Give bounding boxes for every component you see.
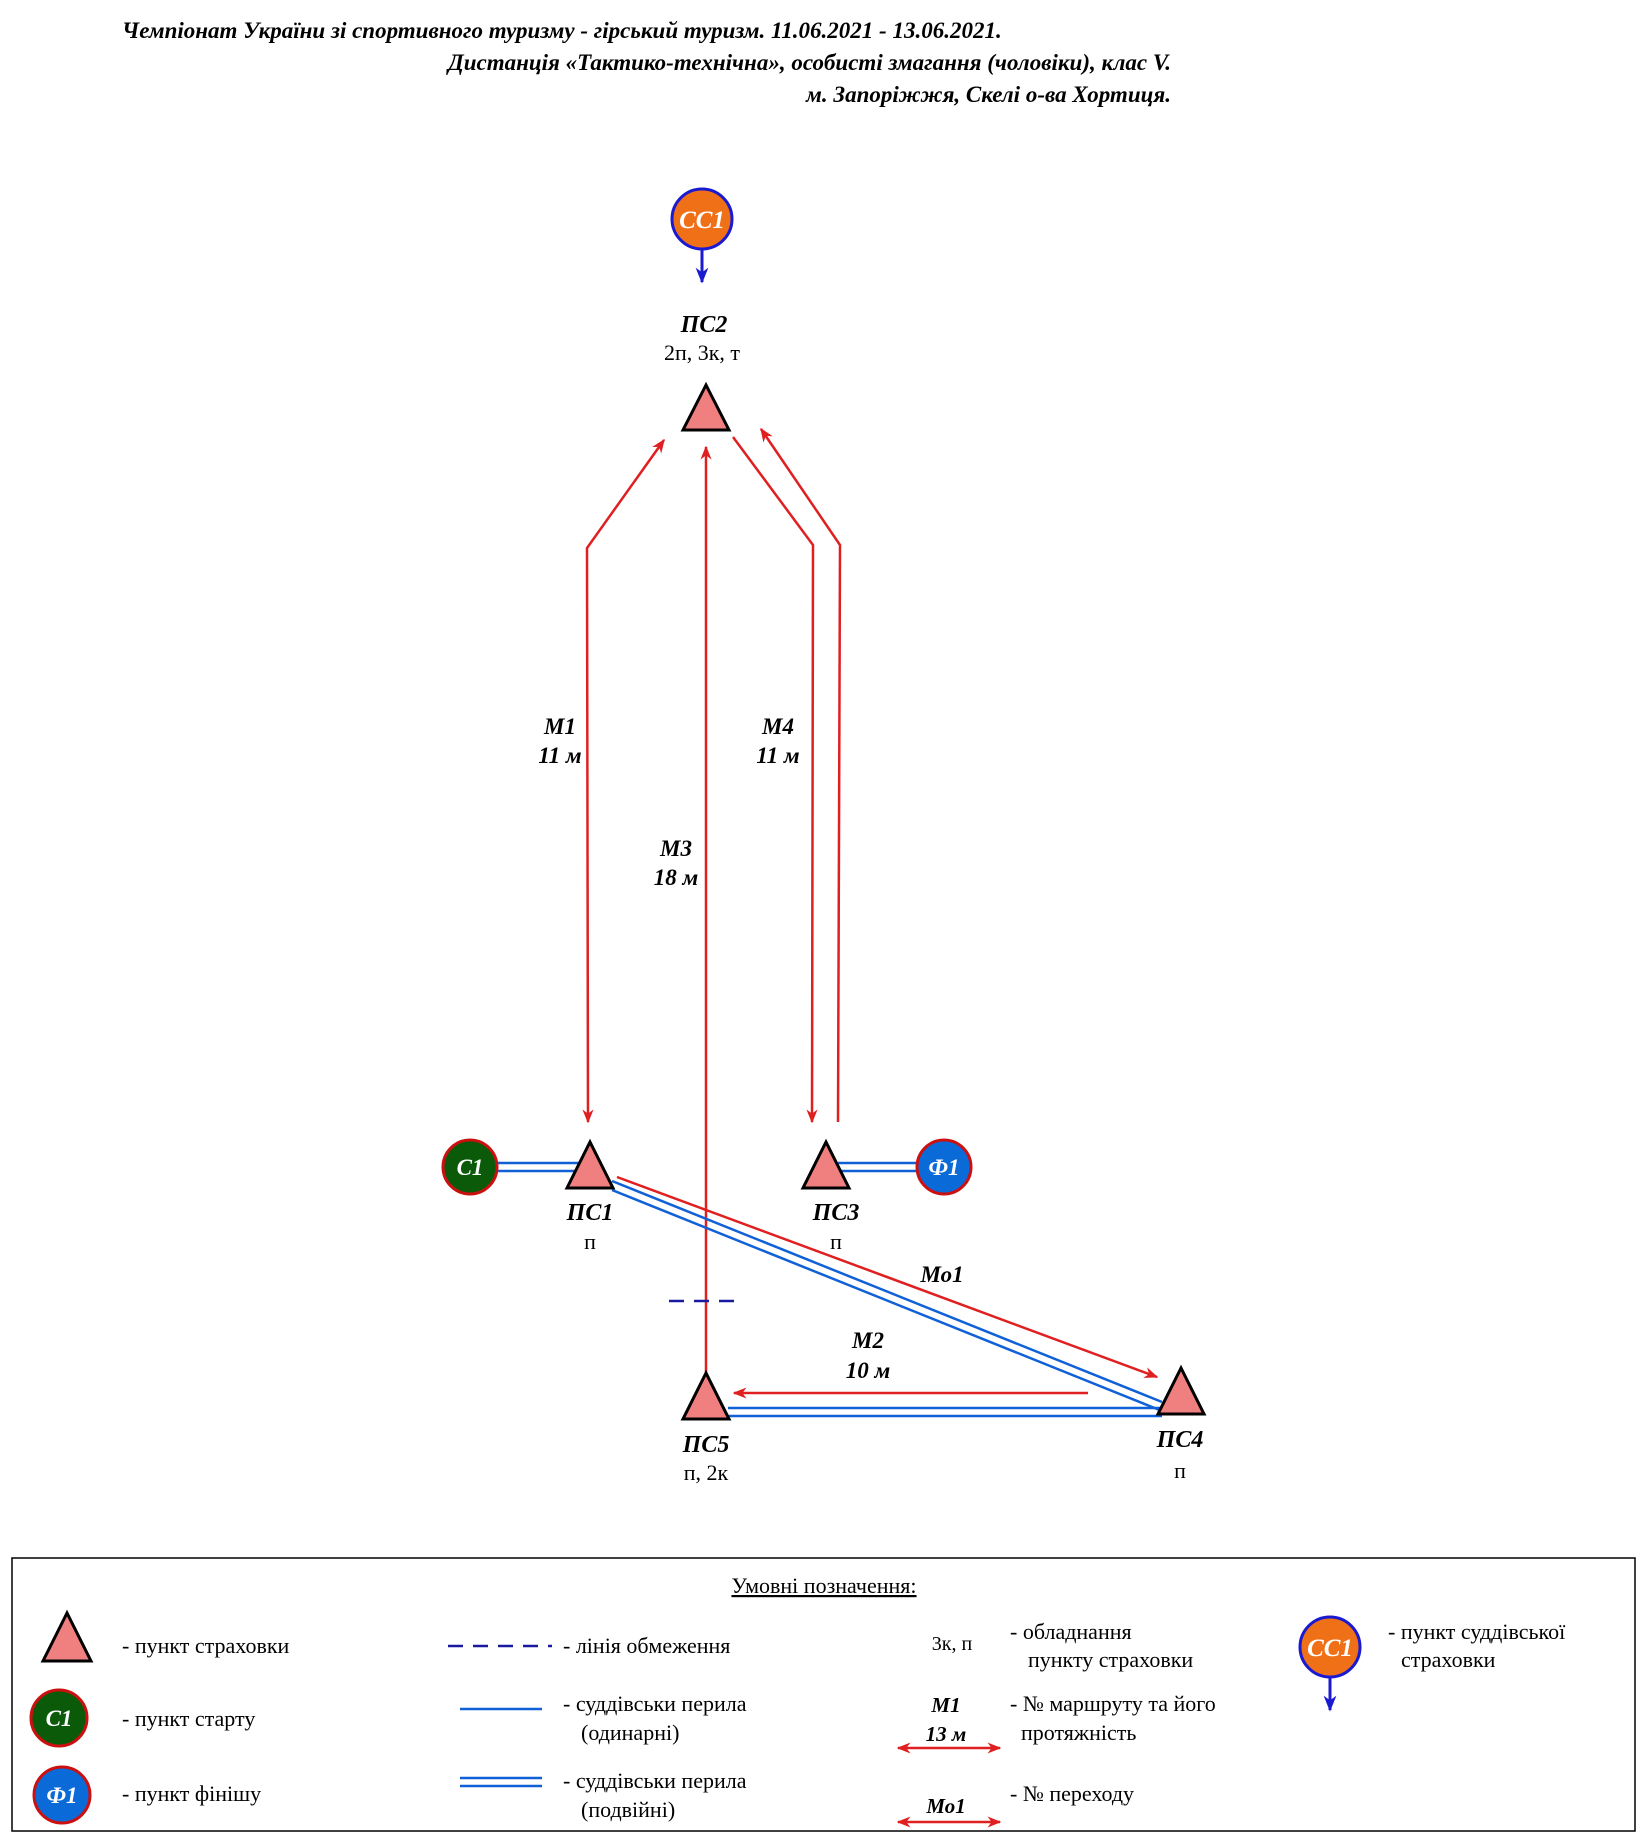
legend-judge-text-2: страховки [1401, 1647, 1496, 1672]
ps5-equip: п, 2к [684, 1460, 729, 1485]
crossing-mo1-line [616, 1175, 1159, 1379]
route-m2-name: М2 [851, 1328, 884, 1353]
legend-finish-circle [32, 1765, 92, 1825]
ps1-triangle [564, 1138, 616, 1190]
ps1-name: ПС1 [566, 1200, 614, 1226]
legend-start-circle [29, 1688, 89, 1748]
double-rail-ps5-ps4 [728, 1406, 1162, 1418]
legend: Умовні позначення: - пункт страховки С1 … [11, 1557, 1636, 1832]
legend-belay-triangle [40, 1609, 94, 1663]
header-line-2: Дистанція «Тактико-технічна», особисті з… [446, 50, 1171, 75]
legend-start-text: - пункт старту [122, 1706, 255, 1731]
ss1-label: СС1 [679, 207, 725, 234]
route-m4-line-a [731, 436, 818, 1124]
ps2-name: ПС2 [680, 312, 728, 338]
legend-judge-text-1: - пункт суддівської [1388, 1619, 1566, 1644]
judge-belay-point-ss1: СС1 [670, 187, 734, 284]
ps2-equip: 2п, 3к, т [664, 340, 740, 365]
ps5-name: ПС5 [682, 1432, 730, 1458]
legend-route-example-length: 13 м [926, 1722, 967, 1746]
ps3-triangle [800, 1138, 852, 1190]
ps2-triangle [680, 381, 732, 432]
legend-limit-text: - лінія обмеження [563, 1633, 730, 1658]
double-rail-ps1-ps4 [611, 1179, 1163, 1413]
start-point-c1: С1 [441, 1138, 499, 1196]
route-m3-length: 18 м [654, 865, 699, 890]
route-m4-length: 11 м [756, 743, 799, 768]
f1-label: Ф1 [928, 1155, 959, 1180]
legend-judge-symbol: СС1 [1307, 1635, 1353, 1662]
route-m1-length: 11 м [538, 743, 581, 768]
legend-equip-text-2: пункту страховки [1028, 1647, 1193, 1672]
ps4-equip: п [1174, 1458, 1186, 1483]
route-m1-line [582, 438, 666, 1124]
ps4-triangle [1155, 1364, 1207, 1416]
double-rail-ps3-f1 [838, 1161, 918, 1173]
legend-single-rail-text-2: (одинарні) [581, 1720, 679, 1745]
legend-finish-symbol: Ф1 [46, 1783, 77, 1808]
legend-title: Умовні позначення: [731, 1573, 916, 1598]
route-m2-length: 10 м [846, 1358, 891, 1383]
legend-single-rail-text-1: - суддівськи перила [563, 1691, 747, 1716]
ps3-name: ПС3 [812, 1200, 860, 1226]
legend-crossing-text: - № переходу [1010, 1781, 1134, 1806]
legend-belay-text: - пункт страховки [122, 1633, 290, 1658]
legend-double-rail [460, 1776, 542, 1788]
ps3-equip: п [830, 1229, 842, 1254]
finish-point-f1: Ф1 [915, 1138, 973, 1196]
legend-box [11, 1557, 1636, 1832]
ps4-name: ПС4 [1156, 1427, 1204, 1453]
legend-equip-text-1: - обладнання [1010, 1619, 1132, 1644]
legend-start-symbol: С1 [46, 1706, 73, 1731]
c1-label: С1 [457, 1155, 484, 1180]
legend-crossing-example: Мо1 [925, 1794, 965, 1818]
legend-double-rail-text-1: - суддівськи перила [563, 1768, 747, 1793]
ps1-equip: п [584, 1229, 596, 1254]
route-m4-name: М4 [761, 714, 794, 739]
legend-double-rail-text-2: (подвійні) [581, 1797, 675, 1822]
legend-route-text-2: протяжність [1021, 1720, 1136, 1745]
legend-finish-text: - пункт фінішу [122, 1781, 261, 1806]
header-line-1: Чемпіонат України зі спортивного туризму… [122, 18, 1002, 43]
ps5-triangle [680, 1369, 732, 1421]
legend-route-example-name: М1 [930, 1693, 960, 1717]
double-rail-c1-ps1 [497, 1161, 580, 1173]
route-m3-name: М3 [659, 836, 692, 861]
route-m4-line-b [759, 427, 842, 1123]
crossing-mo1-name: Мо1 [919, 1262, 963, 1287]
legend-equip-example: 3к, п [932, 1633, 973, 1655]
route-m1-name: М1 [543, 714, 576, 739]
header-line-3: м. Запоріжжя, Скелі о-ва Хортиця. [805, 82, 1171, 107]
legend-route-text-1: - № маршруту та його [1010, 1691, 1216, 1716]
